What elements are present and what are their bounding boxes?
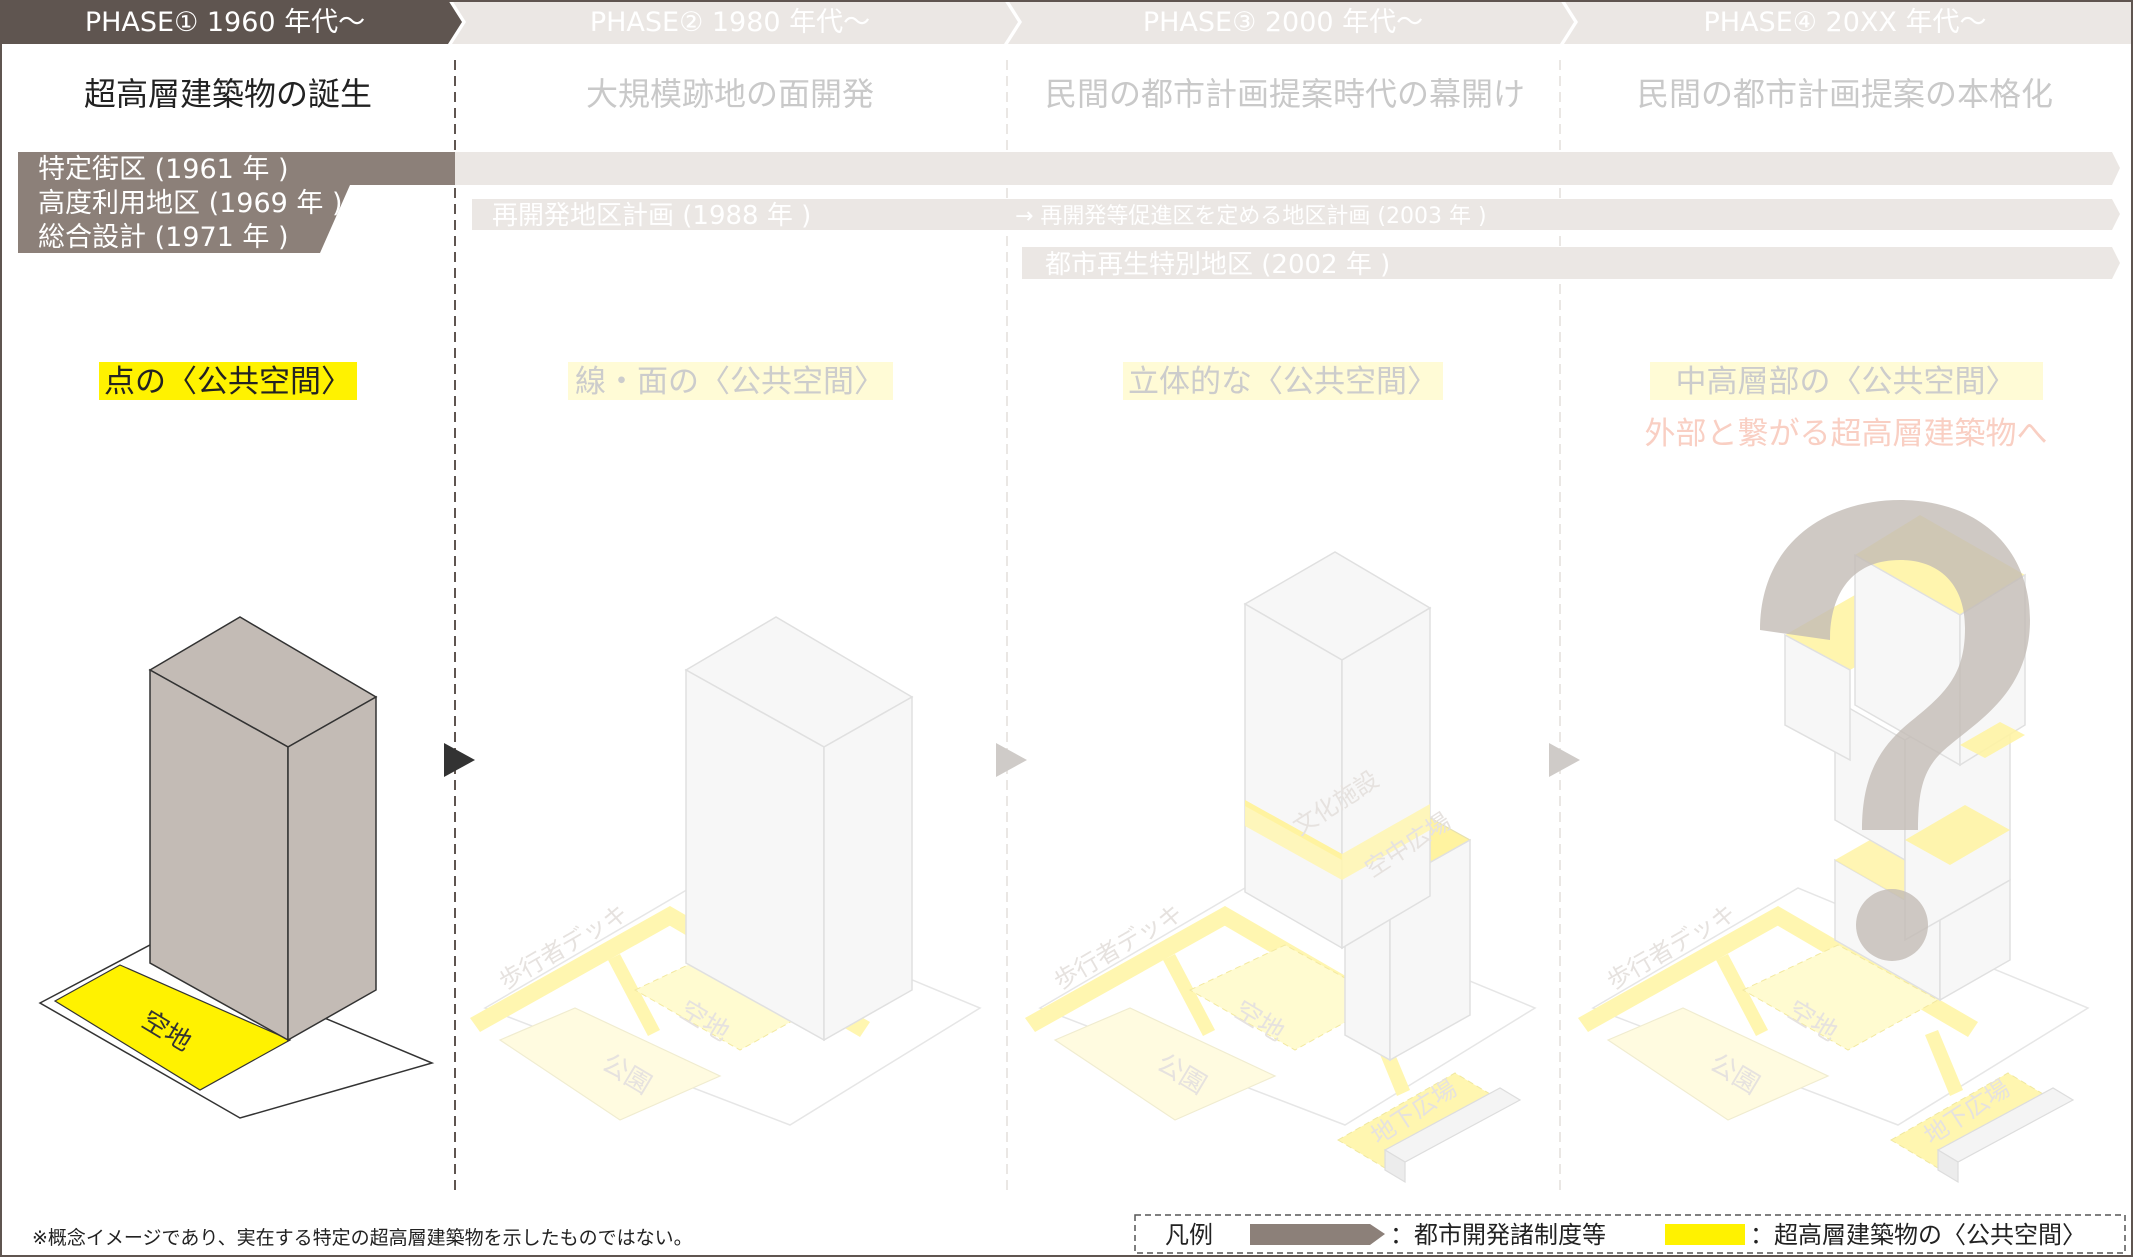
- phase-subtitles: 超高層建築物の誕生 大規模跡地の面開発 民間の都市計画提案時代の幕開け 民間の都…: [84, 75, 2053, 113]
- phase-tab-2: [452, 0, 1018, 44]
- phase-4-space-label: 中高層部の〈公共空間〉: [1676, 364, 2017, 400]
- column-dividers: [454, 60, 1561, 1192]
- phase-2-space-label-bg: [568, 362, 893, 400]
- legend-frame: [1134, 1214, 2126, 1254]
- public-space-labels: 点の〈公共空間〉 線・面の〈公共空間〉 立体的な〈公共空間〉 中高層部の〈公共空…: [99, 362, 2048, 452]
- phase-tabs: PHASE① 1960 年代～ PHASE② 1980 年代～ PHASE③ 2…: [0, 0, 2133, 44]
- phase-2-diagram: 歩行者デッキ 空地 公園: [470, 616, 982, 1126]
- phase-2-deck-main: [470, 906, 680, 1032]
- system-phase3a-label: → 再開発等促進区を定める地区計画 (2003 年 ): [1015, 204, 1487, 229]
- system-2-label: 高度利用地区 (1969 年 ): [38, 188, 343, 219]
- phase-2-tower-right: [823, 695, 913, 1042]
- legend: 凡例 ：都市開発諸制度等 ：超高層建築物の〈公共空間〉: [1134, 1214, 2126, 1254]
- phase-tab-2-label: PHASE② 1980 年代～: [590, 7, 870, 38]
- legend-space-label: ：超高層建築物の〈公共空間〉: [1750, 1221, 2086, 1249]
- system-phase3b-label: 都市再生特別地区 (2002 年 ): [1045, 250, 1390, 280]
- phase-4-upper-left-front: [1784, 633, 1851, 762]
- phase-3-underground-plaza: [1337, 1072, 1501, 1169]
- question-mark-icon: [1760, 500, 2030, 830]
- phase-4-deck-stair: [1716, 954, 1768, 1036]
- phase-3-open-space: [1188, 944, 1387, 1051]
- phase-4-deck-main: [1578, 906, 1788, 1032]
- phase-3-space-label-bg: [1123, 362, 1443, 400]
- phase-4-upper-terrace: [1960, 722, 2025, 758]
- phase-1-space-label-bg: [99, 362, 357, 400]
- phase-4-diagram: 歩行者デッキ 空地 公園 地下広場: [1578, 500, 2090, 1184]
- phase-3-culture-band-left: [1245, 800, 1342, 860]
- phase-3-deck-main: [1025, 906, 1235, 1032]
- question-mark-dot-icon: [1856, 889, 1928, 961]
- phase-2-subtitle: 大規模跡地の面開発: [586, 75, 874, 113]
- footnote: ※概念イメージであり、実在する特定の超高層建築物を示したものではない。: [32, 1226, 693, 1249]
- system-arrow-phase3: [1022, 247, 2120, 279]
- phase-tab-3: [1008, 0, 1574, 44]
- phase-1-open-space: [53, 964, 292, 1091]
- legend-space-swatch: [1665, 1224, 1745, 1245]
- phase-tab-4: [1564, 0, 2133, 44]
- system-arrow-phase1: [18, 152, 455, 253]
- legend-title: 凡例: [1165, 1221, 1213, 1249]
- phase-4-underground-path: [1925, 1030, 1963, 1096]
- phase-4-space-sublabel: 外部と繋がる超高層建築物へ: [1645, 416, 2048, 452]
- phase-4-open-space: [1741, 944, 1940, 1051]
- phase-3-park: [1053, 1007, 1277, 1121]
- phase-tab-3-label: PHASE③ 2000 年代～: [1143, 7, 1423, 38]
- phase-2-park: [498, 1007, 722, 1121]
- phase-1-subtitle: 超高層建築物の誕生: [84, 75, 372, 113]
- phase-tab-1-label: PHASE① 1960 年代～: [85, 7, 365, 38]
- phase-arrow-1: [444, 743, 475, 777]
- phase-3-subtitle: 民間の都市計画提案時代の幕開け: [1045, 75, 1525, 113]
- phase-tab-1: [0, 0, 462, 44]
- phase-3-tower-left: [1244, 602, 1343, 950]
- phase-4-mid-terrace: [1905, 805, 2010, 865]
- phase-4-subtitle: 民間の都市計画提案の本格化: [1637, 75, 2053, 113]
- system-3-label: 総合設計 (1971 年 ): [38, 222, 289, 253]
- system-1-label: 特定街区 (1961 年 ): [38, 154, 289, 185]
- phase-2-deck-stair: [608, 954, 660, 1036]
- system-arrow-phase1-long: [455, 152, 2120, 185]
- phase-1-diagram: 空地: [38, 616, 435, 1119]
- phase-3-diagram: 歩行者デッキ 空地 公園 文化施設 空中広場 地下広場: [1025, 551, 1537, 1184]
- system-arrow-phase2: [472, 199, 2120, 230]
- system-phase2-label: 再開発地区計画 (1988 年 ): [492, 201, 811, 231]
- phase-arrow-2: [996, 743, 1027, 777]
- system-arrows: 特定街区 (1961 年 ) 高度利用地区 (1969 年 ) 総合設計 (19…: [18, 152, 2120, 280]
- phase-3-space-label: 立体的な〈公共空間〉: [1128, 364, 1438, 400]
- phase-4-space-label-bg: [1650, 362, 2043, 400]
- phase-tab-4-label: PHASE④ 20XX 年代～: [1704, 7, 1987, 38]
- phase-3-subway-side: [1384, 1148, 1406, 1184]
- phase-3-deck-stair: [1163, 954, 1215, 1036]
- phase-3-culture-band: [1245, 800, 1430, 880]
- phase-2-space-label: 線・面の〈公共空間〉: [575, 364, 885, 400]
- phase-1-space-label: 点の〈公共空間〉: [104, 364, 352, 400]
- legend-system-label: ：都市開発諸制度等: [1390, 1221, 1606, 1249]
- legend-system-swatch: [1250, 1224, 1385, 1245]
- phase-4-park: [1606, 1007, 1830, 1121]
- phase-arrow-3: [1549, 743, 1580, 777]
- phase-1-tower-right: [287, 695, 377, 1042]
- phase-4-underground-plaza: [1890, 1072, 2054, 1169]
- phase-4-subway-side: [1937, 1148, 1959, 1184]
